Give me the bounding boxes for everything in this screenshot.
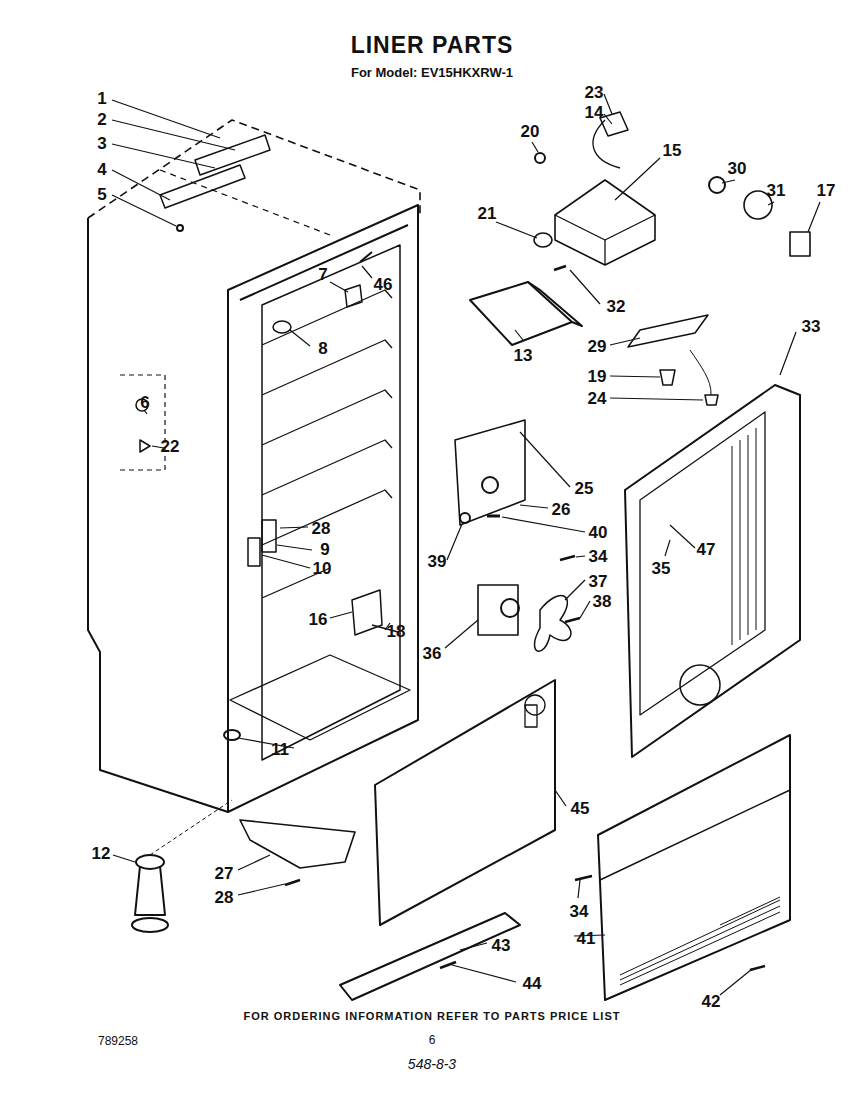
callout-number: 11 bbox=[271, 741, 289, 758]
callout-number: 28 bbox=[215, 889, 234, 906]
callout-number: 46 bbox=[374, 276, 393, 293]
callout-number: 34 bbox=[570, 903, 589, 920]
callout-number: 35 bbox=[652, 560, 671, 577]
callout-number: 32 bbox=[607, 298, 626, 315]
callout-number: 25 bbox=[575, 480, 594, 497]
callout-number: 45 bbox=[571, 800, 590, 817]
callout-number: 43 bbox=[492, 937, 511, 954]
callout-number: 47 bbox=[697, 541, 716, 558]
callout-number: 8 bbox=[318, 340, 327, 357]
callout-number: 30 bbox=[728, 160, 747, 177]
callout-number: 41 bbox=[577, 930, 596, 947]
callout-number: 28 bbox=[312, 520, 331, 537]
callout-number: 42 bbox=[702, 993, 721, 1010]
callout-number: 5 bbox=[97, 186, 106, 203]
page-number: 6 bbox=[429, 1034, 436, 1046]
callout-number: 38 bbox=[593, 593, 612, 610]
callout-number: 34 bbox=[589, 548, 608, 565]
callout-number: 36 bbox=[423, 645, 442, 662]
callout-number: 44 bbox=[523, 975, 542, 992]
callout-number: 21 bbox=[478, 205, 497, 222]
callout-number: 33 bbox=[802, 318, 821, 335]
callout-number: 3 bbox=[97, 135, 106, 152]
callout-number: 31 bbox=[767, 182, 786, 199]
callout-number: 1 bbox=[97, 90, 106, 107]
callout-number: 10 bbox=[313, 560, 332, 577]
callout-number: 7 bbox=[318, 266, 327, 283]
callout-number: 18 bbox=[387, 623, 406, 640]
callout-number: 6 bbox=[140, 394, 149, 411]
callout-number: 29 bbox=[588, 338, 607, 355]
callout-number: 39 bbox=[428, 553, 447, 570]
callout-number: 22 bbox=[161, 438, 180, 455]
form-code: 548-8-3 bbox=[408, 1057, 456, 1071]
callout-number: 19 bbox=[588, 368, 607, 385]
callout-number: 26 bbox=[552, 501, 571, 518]
ordering-note: FOR ORDERING INFORMATION REFER TO PARTS … bbox=[244, 1011, 621, 1022]
callout-number: 12 bbox=[92, 845, 111, 862]
callout-number: 20 bbox=[521, 123, 540, 140]
callout-number: 13 bbox=[514, 347, 533, 364]
callout-number: 37 bbox=[589, 573, 608, 590]
callout-number: 14 bbox=[585, 104, 604, 121]
callout-number: 17 bbox=[817, 182, 836, 199]
figure-number: 789258 bbox=[98, 1035, 138, 1047]
callout-number: 24 bbox=[588, 390, 607, 407]
model-label: For Model: EV15HKXRW-1 bbox=[351, 66, 513, 79]
callout-number: 9 bbox=[320, 541, 329, 558]
callout-number: 4 bbox=[97, 161, 106, 178]
callout-number: 2 bbox=[97, 111, 106, 128]
diagram-title: LINER PARTS bbox=[351, 34, 514, 57]
callout-number: 27 bbox=[215, 865, 234, 882]
callout-number: 16 bbox=[309, 611, 328, 628]
callout-number: 40 bbox=[589, 524, 608, 541]
callout-number: 23 bbox=[585, 84, 604, 101]
callout-number: 15 bbox=[663, 142, 682, 159]
